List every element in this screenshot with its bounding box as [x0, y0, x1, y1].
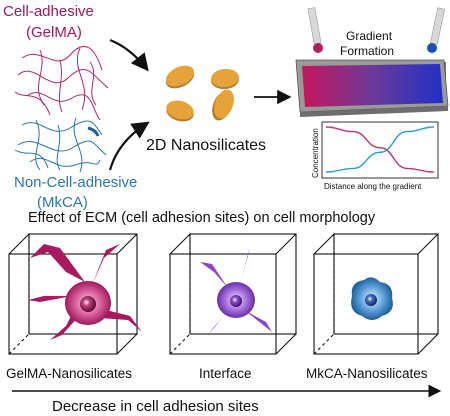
concentration-curve-1: [325, 126, 435, 173]
decrease-caption: Decrease in cell adhesion sites: [52, 398, 259, 415]
gelma-label-line1: Cell-adhesive: [3, 3, 94, 20]
cell-interface-purple: [200, 246, 272, 334]
nanosilicate-discs: [165, 65, 239, 122]
gradient-label-line2: Formation: [340, 44, 394, 58]
gradient-tray: [295, 59, 449, 117]
concentration-plot: [321, 121, 439, 179]
concentration-curve-2: [325, 126, 435, 173]
mkca-label-line2: (MkCA): [37, 194, 88, 211]
gradient-label-line1: Gradient: [346, 29, 393, 43]
cell-spread-magenta: [28, 244, 142, 340]
pink-pipette: [307, 7, 323, 53]
arrow-mkca-to-nanosilicates: [108, 121, 150, 171]
mkca-accent-mark: [87, 126, 100, 137]
arrow-gelma-to-nanosilicates: [109, 38, 149, 72]
mkca-label-line1: Non-Cell-adhesive: [14, 174, 137, 191]
cube-mkca: [313, 233, 439, 355]
cube-label-interface: Interface: [199, 366, 252, 381]
cube-label-gelma: GelMA-Nanosilicates: [6, 366, 132, 381]
morphology-title: Effect of ECM (cell adhesion sites) on c…: [28, 210, 376, 226]
cube-label-mkca: MkCA-Nanosilicates: [306, 366, 428, 381]
blue-pipette: [427, 7, 446, 53]
cube-interface: [169, 233, 297, 355]
plot-x-label: Distance along the gradient: [324, 182, 422, 191]
gelma-polymer-network: [14, 45, 109, 121]
nanosilicates-label: 2D Nanosilicates: [146, 137, 266, 154]
mkca-polymer-network: [14, 117, 107, 173]
cell-round-blue: [351, 277, 393, 320]
cube-gelma: [8, 233, 138, 355]
gelma-label-line2: (GelMA): [26, 24, 82, 41]
plot-y-label: Concentration: [311, 128, 320, 178]
